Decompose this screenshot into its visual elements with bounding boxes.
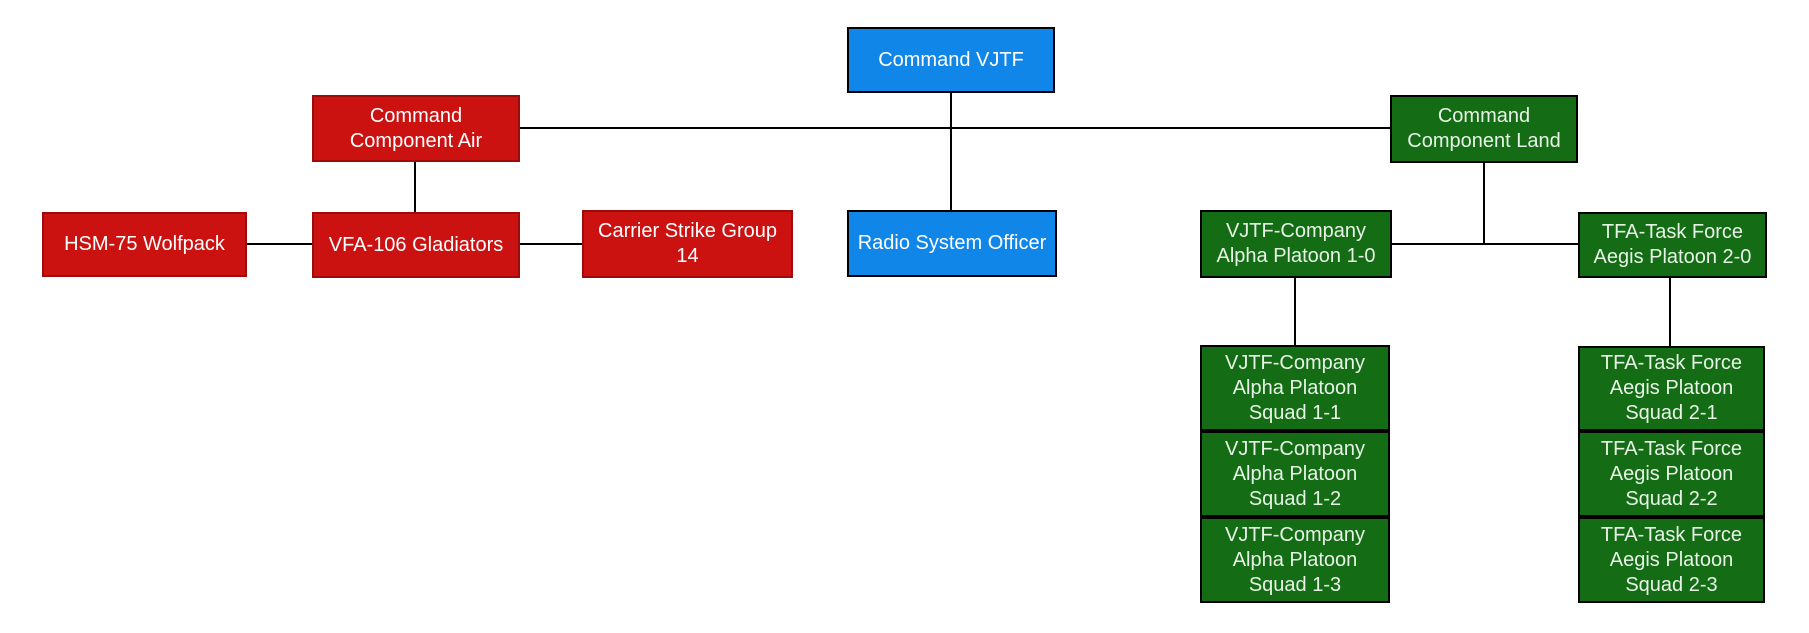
connector-vjtf-to-radio-officer [950,93,952,210]
connector-air-to-vfa-106 [414,162,416,212]
org-node-vfa-106-gladiators[interactable]: VFA-106 Gladiators [312,212,520,278]
org-node-carrier-strike-group-14[interactable]: Carrier Strike Group 14 [582,210,793,278]
org-node-hsm-75-wolfpack[interactable]: HSM-75 Wolfpack [42,212,247,277]
connector-platoon-1-0-to-platoon-2-0 [1392,243,1578,245]
connector-land-to-platoons [1483,163,1485,245]
org-node-command-component-air[interactable]: Command Component Air [312,95,520,162]
connector-hsm-75-to-vfa-106 [247,243,312,245]
connector-component-air-to-land [520,127,1390,129]
org-node-tfa-squad-2-3[interactable]: TFA-Task Force Aegis Platoon Squad 2-3 [1578,517,1765,603]
org-node-tfa-squad-2-2[interactable]: TFA-Task Force Aegis Platoon Squad 2-2 [1578,431,1765,517]
org-node-vjtf-squad-1-3[interactable]: VJTF-Company Alpha Platoon Squad 1-3 [1200,517,1390,603]
org-node-tfa-squad-2-1[interactable]: TFA-Task Force Aegis Platoon Squad 2-1 [1578,346,1765,431]
org-node-radio-system-officer[interactable]: Radio System Officer [847,210,1057,277]
connector-vfa-106-to-csg-14 [520,243,582,245]
org-node-vjtf-platoon-1-0[interactable]: VJTF-Company Alpha Platoon 1-0 [1200,210,1392,278]
org-node-command-vjtf[interactable]: Command VJTF [847,27,1055,93]
org-node-vjtf-squad-1-2[interactable]: VJTF-Company Alpha Platoon Squad 1-2 [1200,431,1390,517]
org-node-vjtf-squad-1-1[interactable]: VJTF-Company Alpha Platoon Squad 1-1 [1200,345,1390,431]
org-node-command-component-land[interactable]: Command Component Land [1390,95,1578,163]
connector-platoon-1-0-to-squads [1294,278,1296,345]
connector-platoon-2-0-to-squads [1669,278,1671,346]
org-node-tfa-platoon-2-0[interactable]: TFA-Task Force Aegis Platoon 2-0 [1578,212,1767,278]
